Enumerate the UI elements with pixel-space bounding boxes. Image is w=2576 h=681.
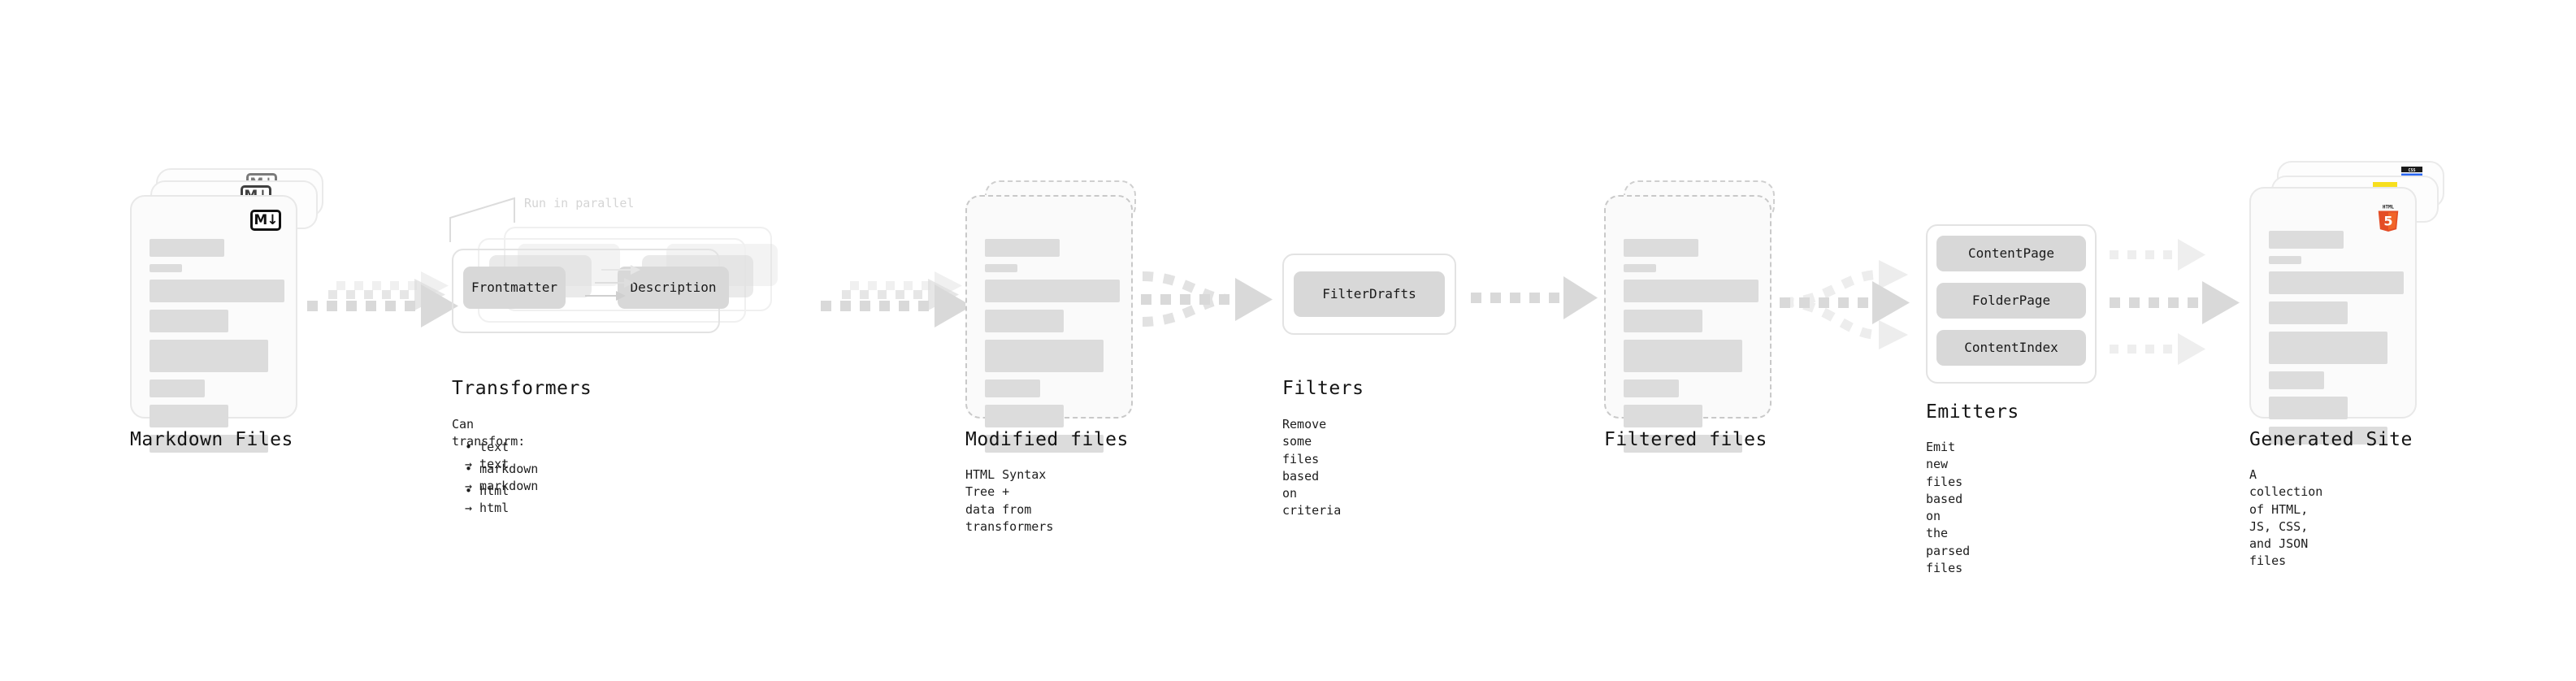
content-bar bbox=[2269, 256, 2301, 264]
connector-modified-to-filters bbox=[1141, 271, 1273, 327]
stage-subtitle-transformers: Can transform: bbox=[452, 417, 526, 449]
content-bar bbox=[985, 340, 1104, 372]
stage-title-transformers: Transformers bbox=[452, 378, 592, 399]
content-bar bbox=[1624, 340, 1742, 372]
content-bar bbox=[2269, 301, 2348, 324]
content-bar bbox=[985, 380, 1040, 397]
content-bar bbox=[1624, 280, 1759, 302]
markdown-card-front: M↓ bbox=[130, 195, 297, 453]
transformer-pill-frontmatter[interactable]: Frontmatter bbox=[463, 267, 566, 309]
emitter-pill-folderpage[interactable]: FolderPage bbox=[1936, 283, 2086, 319]
content-bar bbox=[2269, 231, 2344, 249]
content-bar bbox=[985, 239, 1060, 257]
transformers-bullet-2: • markdown → markdown bbox=[465, 462, 539, 494]
transformer-pill-description[interactable]: Description bbox=[618, 267, 729, 309]
content-bar bbox=[150, 380, 205, 397]
bullet-label: text → text bbox=[465, 440, 510, 472]
stage-title-generated-site: Generated Site bbox=[2249, 429, 2413, 450]
transformer-inner-arrows bbox=[585, 265, 640, 301]
connector-filtered-to-emitters bbox=[1780, 260, 1910, 349]
site-card-content-lines bbox=[2269, 231, 2404, 452]
svg-text:5: 5 bbox=[2383, 213, 2392, 228]
connector-emitters-to-site bbox=[2110, 239, 2240, 365]
connector-transformers-to-modified bbox=[821, 271, 972, 327]
stage-title-emitters: Emitters bbox=[1926, 401, 2019, 423]
stage-title-modified-files: Modified files bbox=[965, 429, 1129, 450]
stage-subtitle-generated-site: A collection of HTML, JS, CSS, and JSON … bbox=[2249, 467, 2323, 569]
stage-title-markdown-files: Markdown Files bbox=[130, 429, 293, 450]
run-in-parallel-leader-line bbox=[449, 197, 515, 242]
stage-title-filters: Filters bbox=[1282, 378, 1364, 399]
content-bar bbox=[150, 239, 224, 257]
stage-subtitle-filters: Remove some files based on criteria bbox=[1282, 417, 1342, 518]
content-bar bbox=[985, 405, 1064, 427]
stage-subtitle-emitters: Emit new files based on the parsed files bbox=[1926, 440, 1971, 576]
content-bar bbox=[985, 264, 1017, 272]
html5-shield-icon: HTML 5 bbox=[2378, 206, 2399, 232]
content-bar bbox=[1624, 435, 1742, 453]
content-bar bbox=[150, 435, 268, 453]
content-bar bbox=[985, 310, 1064, 332]
content-bar bbox=[1624, 405, 1702, 427]
connector-filters-to-filtered bbox=[1471, 276, 1598, 319]
content-bar bbox=[150, 405, 228, 427]
content-bar bbox=[2269, 397, 2348, 419]
emitter-pill-contentindex[interactable]: ContentIndex bbox=[1936, 330, 2086, 366]
content-bar bbox=[1624, 310, 1702, 332]
content-bar bbox=[1624, 380, 1679, 397]
emitter-pill-contentpage[interactable]: ContentPage bbox=[1936, 236, 2086, 271]
bullet-label: html → html bbox=[465, 484, 510, 516]
content-bar bbox=[1624, 239, 1698, 257]
content-bar bbox=[150, 280, 284, 302]
stage-subtitle-modified-files: HTML Syntax Tree + data from transformer… bbox=[965, 467, 1054, 534]
svg-text:HTML: HTML bbox=[2383, 206, 2395, 210]
markdown-card-content-lines bbox=[150, 239, 284, 460]
content-bar bbox=[985, 280, 1120, 302]
modified-card-content-lines bbox=[985, 239, 1120, 460]
run-in-parallel-annotation: Run in parallel bbox=[524, 196, 635, 210]
filtered-card-front bbox=[1604, 195, 1772, 453]
filter-pill-filterdrafts[interactable]: FilterDrafts bbox=[1294, 271, 1445, 317]
content-bar bbox=[150, 264, 182, 272]
transformers-bullet-1: • text → text bbox=[465, 440, 510, 472]
content-bar bbox=[985, 435, 1104, 453]
filtered-card-content-lines bbox=[1624, 239, 1759, 460]
content-bar bbox=[2269, 371, 2324, 389]
content-bar bbox=[150, 310, 228, 332]
content-bar bbox=[2269, 271, 2404, 294]
modified-card-front bbox=[965, 195, 1133, 453]
content-bar bbox=[1624, 264, 1656, 272]
transformers-bullet-3: • html → html bbox=[465, 484, 510, 516]
content-bar bbox=[150, 340, 268, 372]
css3-badge-icon: CSS bbox=[2401, 167, 2422, 176]
svg-text:CSS: CSS bbox=[2408, 168, 2415, 173]
site-card-front: HTML 5 bbox=[2249, 187, 2417, 445]
stage-title-filtered-files: Filtered files bbox=[1604, 429, 1767, 450]
content-bar bbox=[2269, 427, 2387, 445]
content-bar bbox=[2269, 332, 2387, 364]
markdown-badge-icon: M↓ bbox=[250, 210, 281, 231]
connector-md-to-transformers bbox=[307, 271, 458, 327]
bullet-label: markdown → markdown bbox=[465, 462, 539, 494]
